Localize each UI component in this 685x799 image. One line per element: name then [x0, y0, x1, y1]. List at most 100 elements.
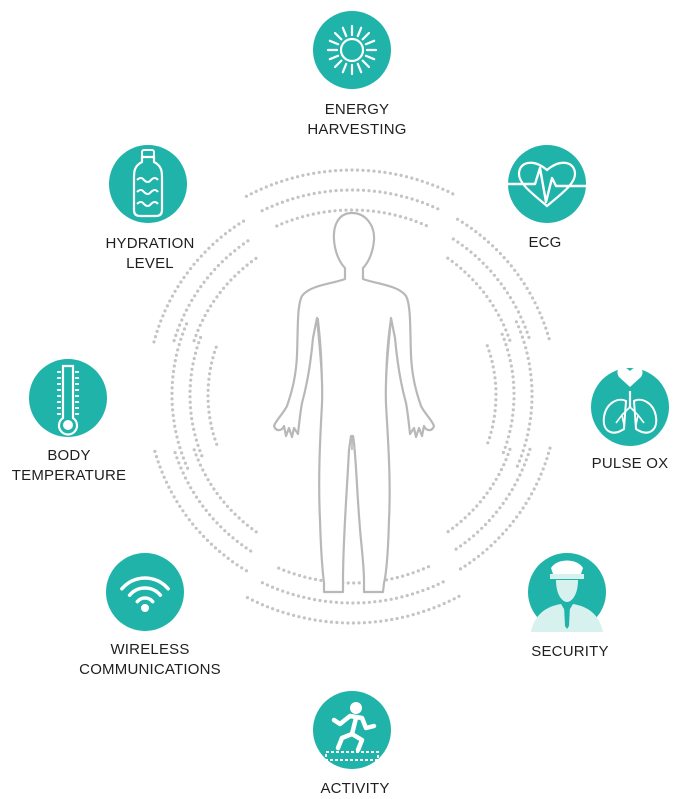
- wave-dot: [406, 572, 410, 577]
- wave-dot: [414, 219, 418, 224]
- wave-dot: [237, 222, 241, 226]
- wave-dot: [290, 176, 294, 180]
- wave-dot: [519, 277, 523, 281]
- wave-dot: [302, 595, 306, 599]
- wave-dot: [463, 516, 467, 520]
- wave-dot: [218, 549, 222, 554]
- wave-dot: [311, 212, 315, 216]
- wave-dot: [476, 554, 481, 558]
- wave-dot: [271, 607, 275, 611]
- wave-dot: [529, 378, 534, 382]
- wave-dot: [323, 190, 327, 194]
- wave-dot: [292, 572, 296, 576]
- wave-dot: [177, 461, 181, 465]
- wave-dot: [296, 175, 300, 179]
- wave-dot: [224, 256, 228, 260]
- wave-dot: [306, 172, 310, 176]
- wave-dot: [249, 260, 253, 264]
- wave-dot: [506, 435, 511, 439]
- wave-dot: [496, 278, 500, 282]
- wave-dot: [246, 239, 250, 243]
- wave-dot: [538, 311, 542, 315]
- wave-dot: [482, 495, 486, 500]
- wave-dot: [522, 340, 526, 344]
- wave-dot: [254, 189, 258, 193]
- node-ecg: [507, 145, 587, 223]
- wave-dot: [198, 449, 202, 453]
- wave-dot: [198, 500, 202, 504]
- wave-dot: [504, 328, 508, 332]
- wave-dot: [215, 295, 219, 299]
- wave-dot: [469, 250, 473, 254]
- wave-dot: [528, 422, 532, 426]
- wave-dot: [170, 402, 174, 406]
- wave-dot: [508, 296, 512, 300]
- wave-dot: [203, 473, 207, 477]
- wave-dot: [357, 581, 361, 585]
- label-ecg: ECG: [528, 234, 562, 251]
- wave-dot: [312, 191, 316, 196]
- wave-dot: [229, 508, 233, 512]
- wave-dot: [502, 256, 506, 260]
- wave-dot: [313, 618, 317, 622]
- wave-dot: [170, 294, 174, 298]
- wave-dot: [521, 506, 525, 510]
- wave-dot: [206, 383, 210, 387]
- wave-dot: [168, 299, 172, 303]
- label-pulse: PULSE OX: [591, 455, 669, 472]
- wave-dot: [382, 211, 386, 215]
- wave-dot: [178, 446, 182, 450]
- node-circle: [508, 145, 586, 223]
- wave-dot: [456, 240, 460, 244]
- wave-dot: [389, 597, 393, 601]
- wave-dot: [211, 356, 215, 360]
- wave-dot: [161, 314, 165, 318]
- wave-dot: [457, 594, 461, 598]
- wave-dot: [280, 179, 284, 183]
- node-circle: [29, 359, 107, 437]
- wave-dot: [202, 280, 206, 284]
- wave-dot: [548, 446, 552, 450]
- wave-dot: [212, 350, 216, 354]
- wave-dot: [377, 210, 381, 214]
- wave-dot: [237, 245, 241, 249]
- wave-dot: [346, 621, 350, 625]
- wave-dot: [223, 232, 228, 236]
- wave-dot: [160, 470, 164, 474]
- wave-dot: [212, 299, 216, 303]
- wave-dot: [501, 532, 505, 536]
- wave-dot: [307, 193, 311, 197]
- wave-dot: [512, 386, 516, 390]
- wave-dot: [469, 226, 473, 230]
- wave-dot: [208, 416, 212, 420]
- wave-dot: [308, 617, 312, 621]
- wave-dot: [206, 405, 211, 409]
- wave-dot: [285, 220, 289, 224]
- node-security: [528, 553, 606, 632]
- label-activity: ACTIVITY: [320, 780, 390, 797]
- wave-dot: [459, 519, 463, 524]
- wave-dot: [322, 210, 326, 214]
- wave-dot: [196, 458, 200, 462]
- wave-dot: [199, 335, 203, 340]
- wave-dot: [204, 508, 208, 512]
- wave-dot: [506, 333, 510, 337]
- wave-dot: [282, 568, 286, 572]
- wave-dot: [219, 235, 223, 239]
- wave-dot: [523, 443, 527, 447]
- body-detail-lines: [317, 317, 392, 450]
- wave-dot: [227, 532, 231, 537]
- wave-dot: [192, 356, 196, 361]
- wave-dot: [345, 601, 349, 605]
- wave-dot: [193, 433, 197, 437]
- wave-dot: [398, 214, 402, 219]
- wave-dot: [154, 455, 159, 459]
- sensor-nodes: [29, 11, 669, 769]
- wave-dot: [502, 323, 506, 327]
- wave-dot: [176, 348, 180, 352]
- wave-dot: [274, 181, 279, 185]
- wave-dot: [384, 598, 388, 602]
- wave-dot: [405, 593, 409, 598]
- wave-dot: [517, 459, 522, 463]
- wave-dot: [198, 323, 202, 327]
